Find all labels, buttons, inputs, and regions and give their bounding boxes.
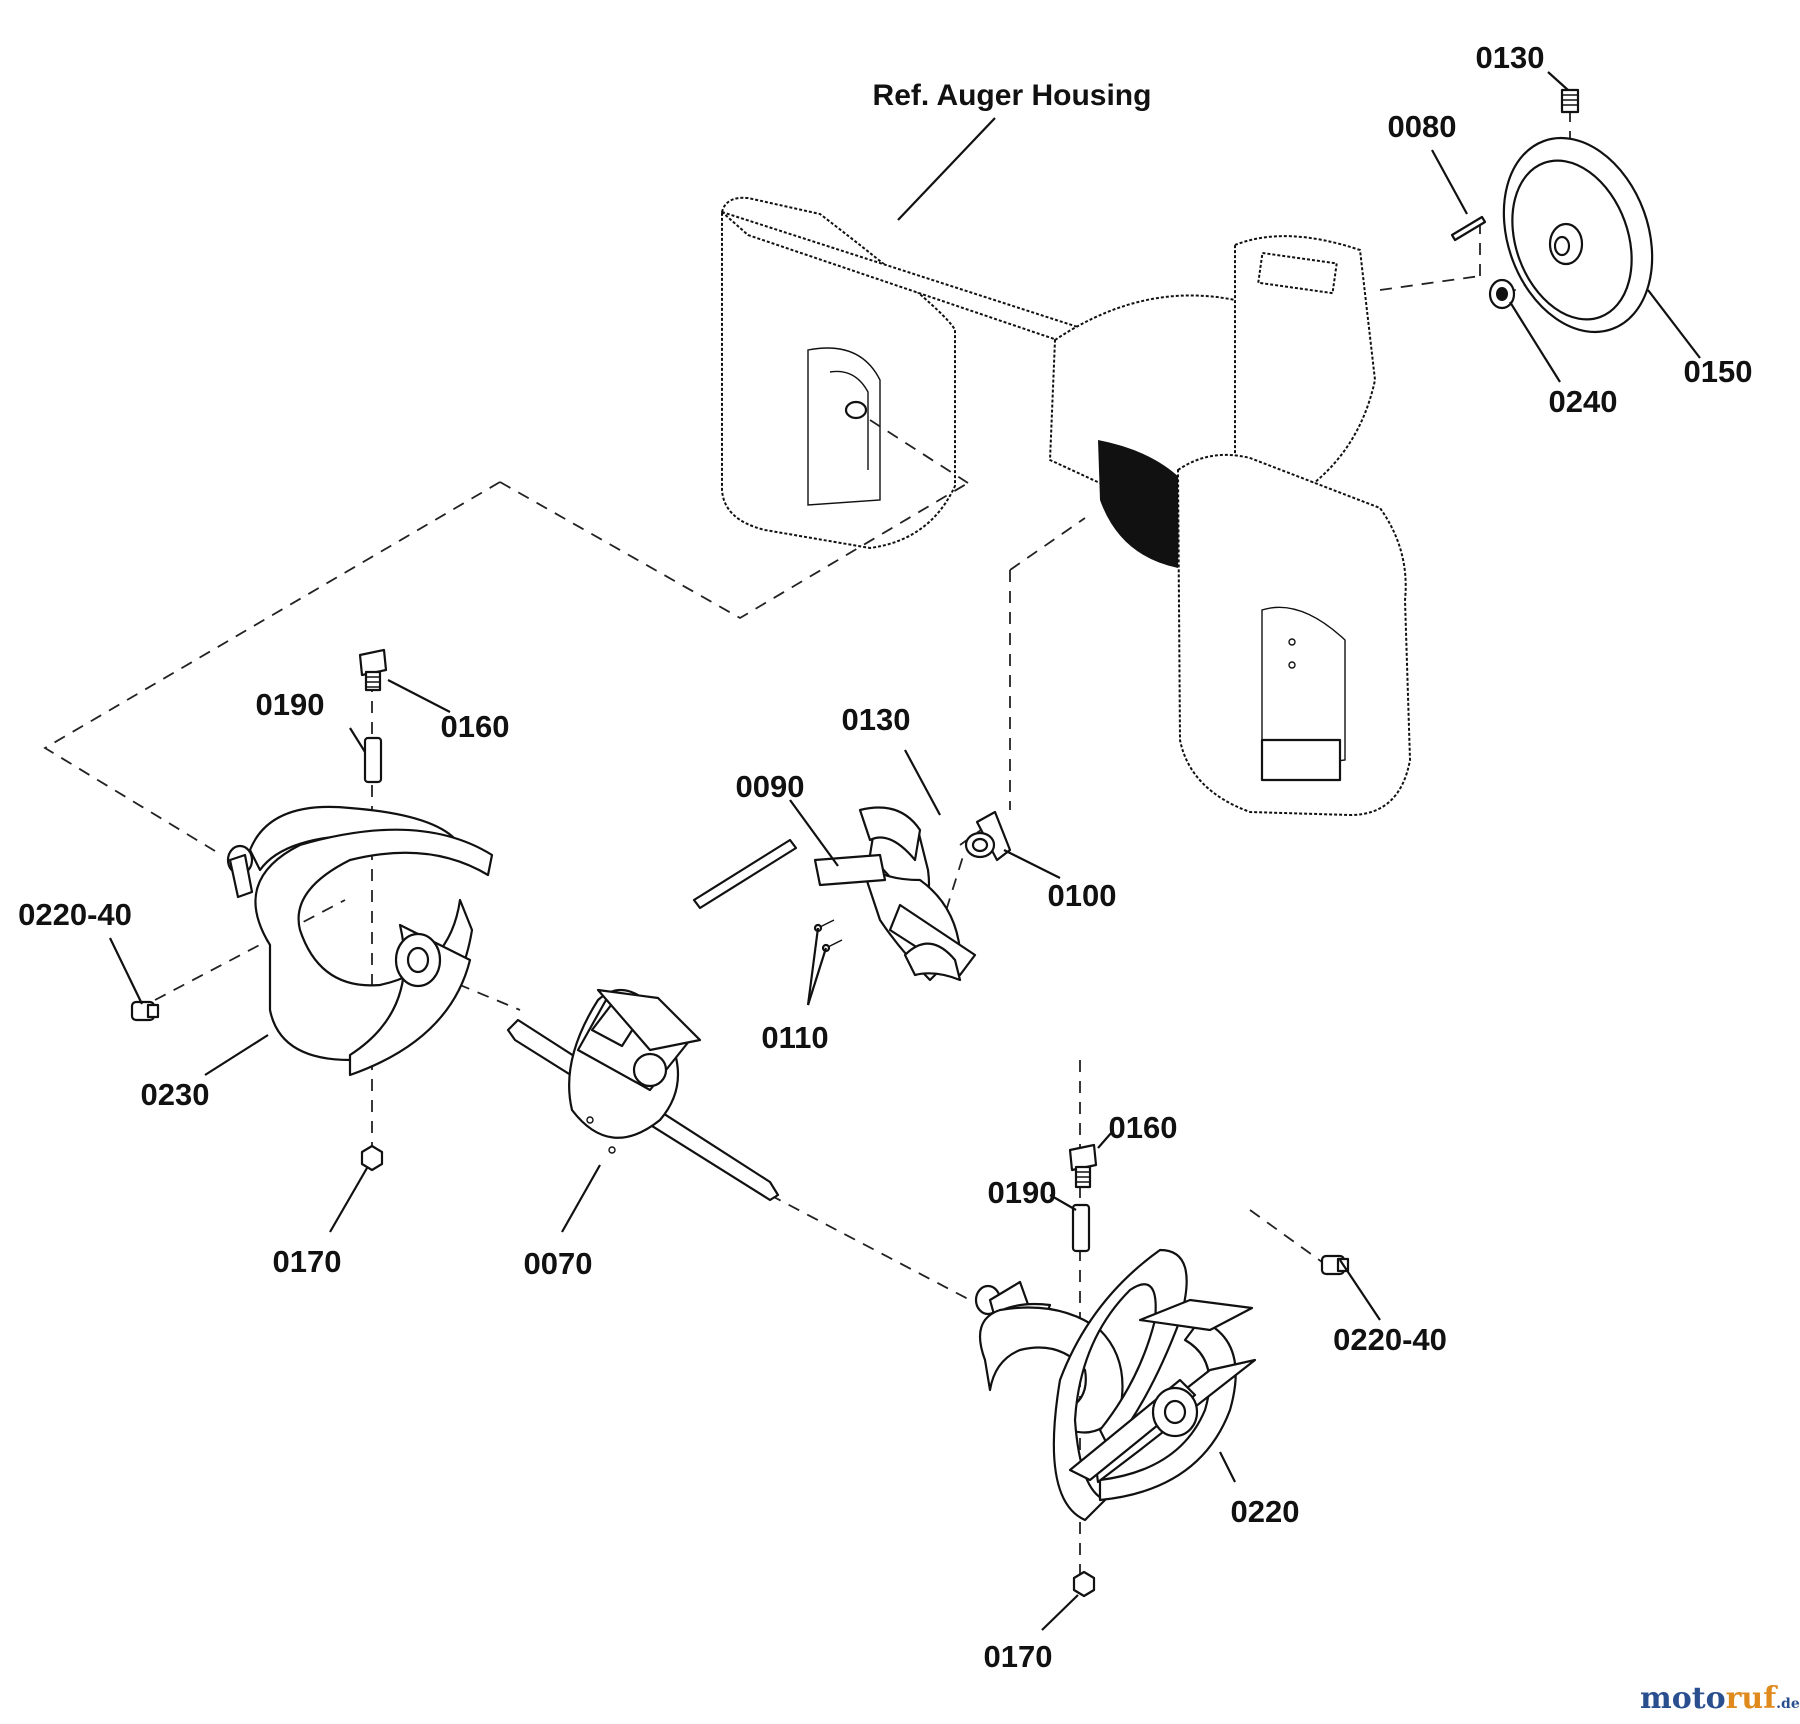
callout-0220: 0220	[1231, 1494, 1300, 1529]
callout-0170-left: 0170	[273, 1244, 342, 1279]
key-0080	[1450, 215, 1487, 242]
auger-0230	[226, 805, 494, 1077]
callout-0160-left: 0160	[441, 709, 510, 744]
callout-0110: 0110	[761, 1020, 828, 1055]
callout-0100: 0100	[1048, 878, 1117, 913]
grease-fitting-0220-40-left	[130, 1000, 160, 1022]
callout-0130-top: 0130	[1476, 40, 1545, 75]
nut-0170-left	[360, 1144, 384, 1172]
callout-0150: 0150	[1684, 354, 1753, 389]
shear-bolt-0160-left	[358, 648, 388, 692]
watermark-suffix: .de	[1776, 1696, 1800, 1712]
auger-0220	[974, 1248, 1257, 1522]
callout-0220-40-left: 0220-40	[18, 897, 132, 932]
bearing-0240	[1488, 278, 1516, 310]
auger-housing	[721, 196, 1411, 816]
callout-0220-40-right: 0220-40	[1333, 1322, 1447, 1357]
gearbox-0070	[506, 838, 798, 1202]
spacer-0190-right	[1071, 1203, 1091, 1253]
watermark-ruf-part: ruf	[1726, 1681, 1779, 1716]
shear-bolt-0160-right	[1068, 1143, 1098, 1189]
watermark-moto-part: moto	[1640, 1681, 1726, 1716]
watermark-brand: motoruf.de	[1640, 1681, 1800, 1716]
callout-0240: 0240	[1549, 384, 1618, 419]
impeller-0090	[813, 806, 977, 982]
callout-0070: 0070	[524, 1246, 593, 1281]
callout-0130-mid: 0130	[842, 702, 911, 737]
watermark: motoruf.de	[1640, 1681, 1800, 1716]
pulley-0150	[1502, 136, 1654, 334]
callout-0170-right: 0170	[984, 1639, 1053, 1674]
callout-0190-right: 0190	[988, 1175, 1057, 1210]
callout-labels: Ref. Auger Housing 0130 0080 0150 0240 0…	[18, 40, 1752, 1674]
callout-0230: 0230	[141, 1077, 210, 1112]
callout-0080: 0080	[1388, 109, 1457, 144]
nut-0170-right	[1072, 1570, 1096, 1598]
bearing-housing-0100	[964, 810, 1012, 862]
screws-0110	[813, 919, 843, 953]
callout-0190-left: 0190	[256, 687, 325, 722]
callout-0160-right: 0160	[1109, 1110, 1178, 1145]
ref-auger-housing-label: Ref. Auger Housing	[873, 79, 1152, 112]
watermark-moto: motoruf	[1640, 1681, 1778, 1716]
callout-0090: 0090	[736, 769, 805, 804]
spacer-0190-left	[363, 736, 383, 784]
leader-lines	[109, 71, 1701, 1631]
set-screw-0130-top	[1560, 88, 1580, 114]
